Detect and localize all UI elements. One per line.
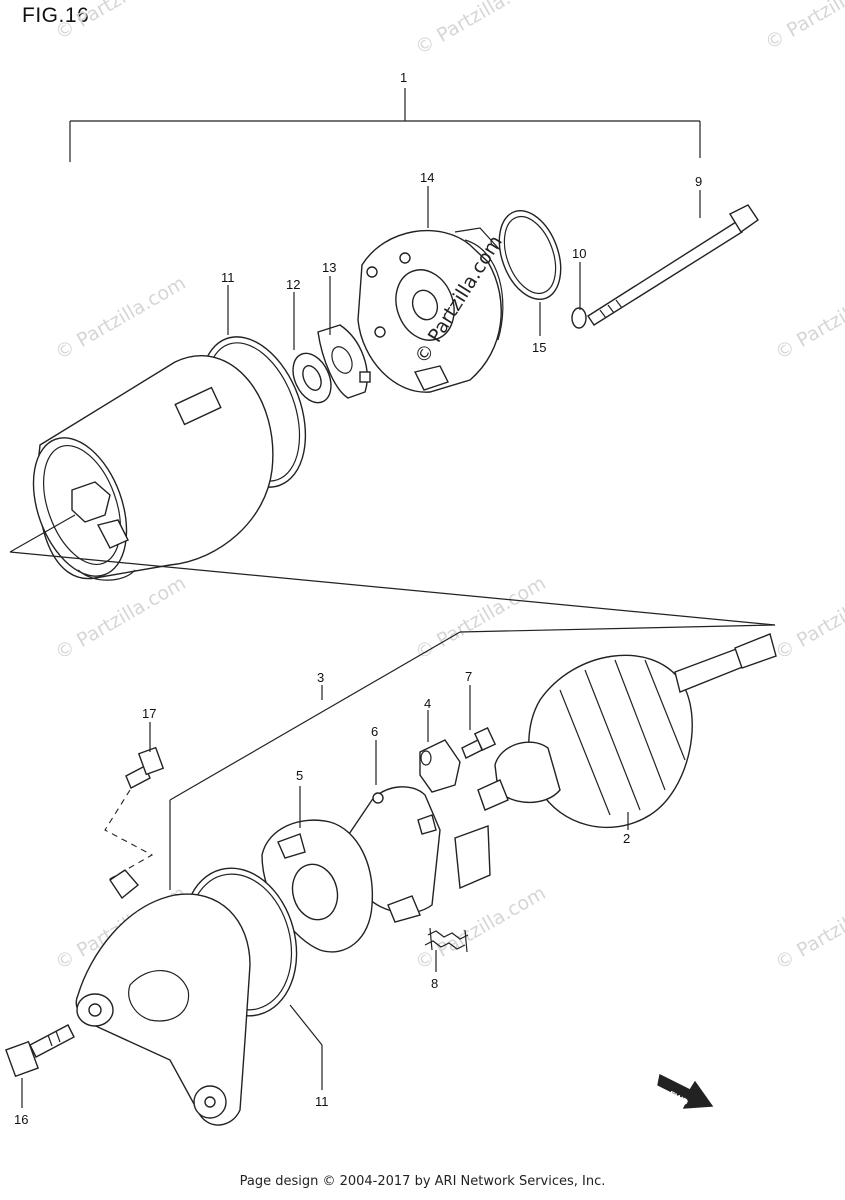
part-15-o-ring xyxy=(498,210,562,300)
part-3-front-housing xyxy=(75,869,251,1126)
callout-9: 9 xyxy=(695,174,702,189)
callout-11-upper: 11 xyxy=(221,270,235,285)
callout-7: 7 xyxy=(465,669,472,684)
watermark: © Partzilla.com xyxy=(52,272,190,364)
part-12-washer xyxy=(292,352,332,404)
part-8-spring xyxy=(424,927,469,953)
figure-title: FIG.16 xyxy=(22,4,90,27)
assembly-guide-lines xyxy=(9,514,776,890)
callout-14: 14 xyxy=(420,170,434,185)
callout-13: 13 xyxy=(322,260,336,275)
callout-15: 15 xyxy=(532,340,546,355)
assembly-bracket xyxy=(69,88,701,162)
watermark: © Partzilla.com xyxy=(52,0,190,44)
callout-17: 17 xyxy=(142,706,156,721)
callout-4: 4 xyxy=(424,696,431,711)
fwd-arrow: FWD xyxy=(657,1073,714,1109)
callout-12: 12 xyxy=(286,277,300,292)
callout-16: 16 xyxy=(14,1112,28,1127)
callout-5: 5 xyxy=(296,768,303,783)
callout-labels: 1 2 3 4 5 6 7 8 9 10 11 11 12 13 14 15 1… xyxy=(14,70,702,1127)
part-17-screw xyxy=(104,746,165,881)
watermark: © Partzilla.com xyxy=(762,0,845,54)
callout-8: 8 xyxy=(431,976,438,991)
watermark: © Partzilla.com xyxy=(772,272,845,364)
watermark: © Partzilla.com xyxy=(52,572,190,664)
part-14-end-cover xyxy=(357,227,504,393)
callout-11-lower: 11 xyxy=(315,1094,329,1109)
watermark: © Partzilla.com xyxy=(772,572,845,664)
page-footer: Page design © 2004-2017 by ARI Network S… xyxy=(239,1174,606,1189)
part-9-through-bolt xyxy=(587,204,759,326)
watermark: © Partzilla.com xyxy=(412,0,550,59)
part-13-brush-plate xyxy=(317,324,371,399)
leader-lines xyxy=(21,186,701,1108)
callout-6: 6 xyxy=(371,724,378,739)
part-10-washer xyxy=(571,307,587,329)
watermark: © Partzilla.com xyxy=(412,572,550,664)
callout-2: 2 xyxy=(623,831,630,846)
callout-1: 1 xyxy=(400,70,407,85)
part-yoke-housing xyxy=(32,355,274,581)
watermark: © Partzilla.com xyxy=(772,882,845,974)
part-7-screw xyxy=(461,726,497,759)
part-16-bolt xyxy=(5,1024,75,1078)
callout-3: 3 xyxy=(317,670,324,685)
part-2-armature xyxy=(477,633,777,829)
callout-10: 10 xyxy=(572,246,586,261)
part-4-brush xyxy=(419,739,461,793)
